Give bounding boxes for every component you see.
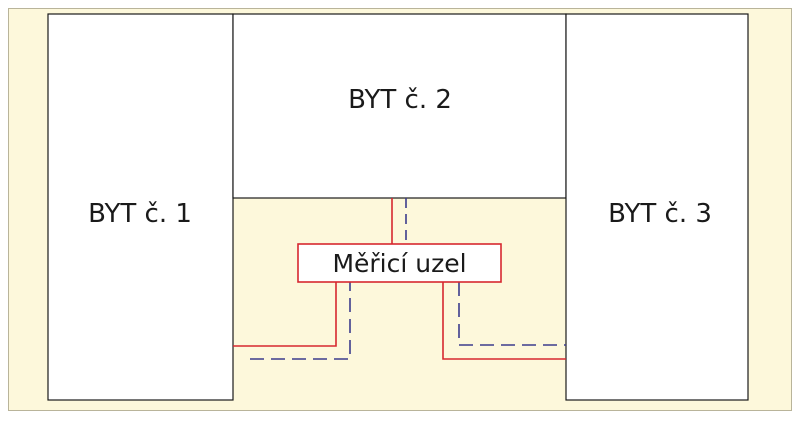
room-byt-2 [232,13,567,199]
room-byt-1 [47,13,234,401]
pipe-byt-3-solid [442,282,566,360]
room-byt-3-label: BYT č. 3 [608,199,712,229]
pipe-byt-3-dashed [458,282,566,346]
room-byt-1-label: BYT č. 1 [88,199,192,229]
pipe-byt-1-dashed [250,282,351,360]
meter-node-box [297,243,502,283]
meter-node-label: Měřicí uzel [332,249,466,278]
room-byt-3 [565,13,749,401]
pipe-byt-1-solid [233,282,337,347]
room-byt-2-label: BYT č. 2 [348,85,452,115]
